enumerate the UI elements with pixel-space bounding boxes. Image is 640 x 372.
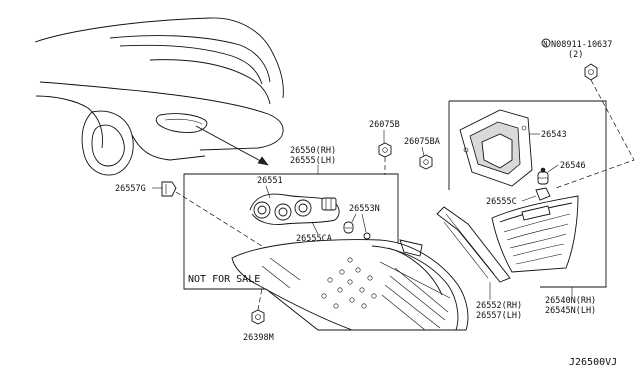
label-26552: 26552(RH) xyxy=(476,301,522,311)
label-26550: 26550(RH) xyxy=(290,146,336,156)
diagram-ref-code: J26500VJ xyxy=(569,357,617,368)
label-26557G: 26557G xyxy=(115,184,146,194)
label-nut-qty: (2) xyxy=(568,50,583,60)
label-26546: 26546 xyxy=(560,161,586,171)
label-26555C: 26555C xyxy=(486,197,517,207)
label-26551: 26551 xyxy=(257,176,283,186)
leader-26553N xyxy=(351,213,357,223)
leader-nut xyxy=(555,79,635,189)
label-26075BA: 26075BA xyxy=(404,137,440,147)
label-26398M: 26398M xyxy=(243,333,274,343)
leader-26551 xyxy=(265,185,271,199)
label-26543: 26543 xyxy=(541,130,567,140)
car-rear-illustration xyxy=(34,17,284,176)
label-26075B: 26075B xyxy=(369,120,400,130)
pointer-arrow xyxy=(195,125,269,166)
nut-26075BA xyxy=(419,154,433,170)
nut-26075B xyxy=(378,142,392,158)
socket-harness-26551 xyxy=(249,193,340,225)
bulb-26553N xyxy=(343,221,354,234)
label-26540N: 26540N(RH) xyxy=(545,296,596,306)
gasket-26543 xyxy=(459,109,533,187)
clip-26557G xyxy=(161,181,177,197)
grommet-26398M xyxy=(251,309,265,325)
nut-part xyxy=(584,63,598,81)
trunk-lamp-26540N xyxy=(491,195,579,273)
finisher-26552 xyxy=(436,206,511,283)
label-26555CA: 26555CA xyxy=(296,234,332,244)
small-bulb xyxy=(363,232,371,240)
svg-text:N: N xyxy=(543,40,547,48)
label-26557: 26557(LH) xyxy=(476,311,522,321)
assembly-box-26540 xyxy=(448,100,607,288)
label-26555: 26555(LH) xyxy=(290,156,336,166)
socket-26546 xyxy=(537,167,549,185)
leader-26555CA xyxy=(311,221,319,235)
label-26553N: 26553N xyxy=(349,204,380,214)
label-26545N: 26545N(LH) xyxy=(545,306,596,316)
nut-symbol: N xyxy=(541,38,551,48)
not-for-sale-note: NOT FOR SALE xyxy=(188,274,260,285)
label-nut: N08911-10637 xyxy=(551,40,612,50)
rear-lamp-26550 xyxy=(231,239,469,331)
connector-26555C xyxy=(535,187,551,201)
